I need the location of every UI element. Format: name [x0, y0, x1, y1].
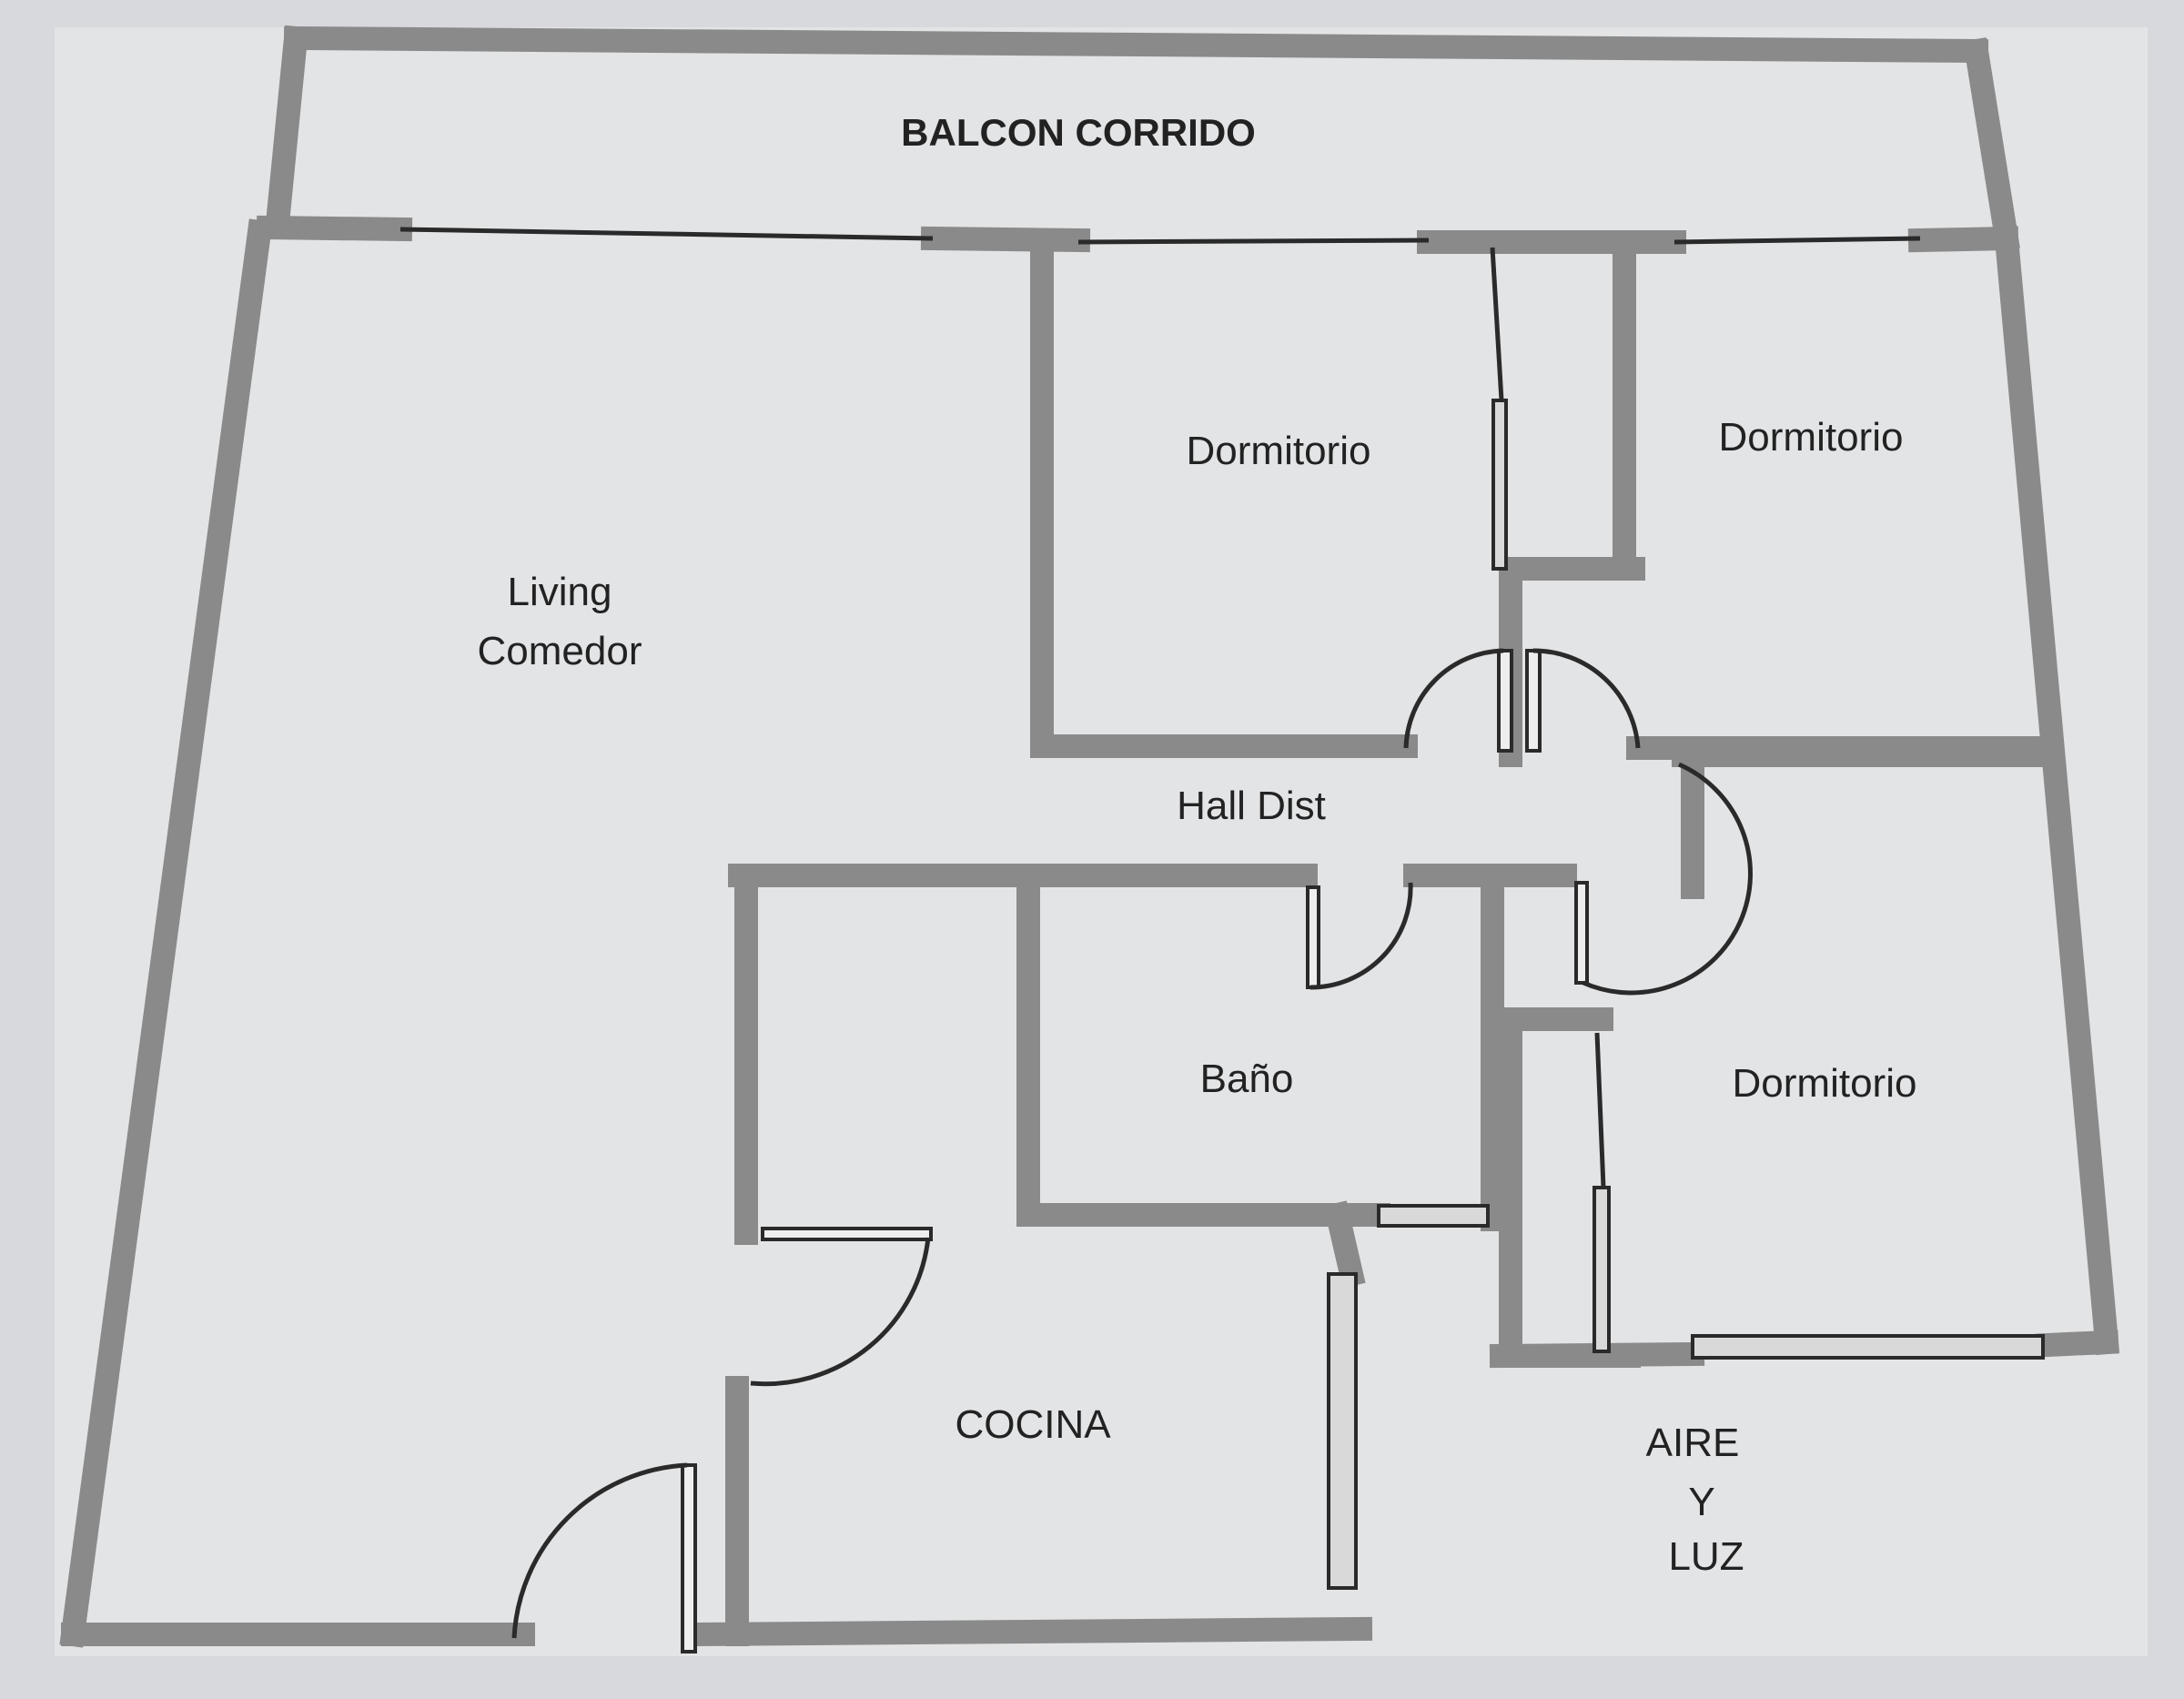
- label-dorm-2: Dormitorio: [1719, 415, 1904, 460]
- dorm3-door-leaf: [1574, 881, 1589, 985]
- windows: [399, 227, 2045, 1590]
- closet-front-1: [1490, 247, 1504, 401]
- doors: [511, 648, 1753, 1653]
- wall-balcony-2: [920, 226, 1091, 253]
- label-hall: Hall Dist: [1177, 784, 1326, 828]
- wall-balcony-1: [256, 215, 413, 242]
- dorm2-door-leaf: [1525, 649, 1542, 753]
- entrance-door-leaf: [681, 1463, 697, 1653]
- wall-outer-right-upper: [1963, 37, 2020, 252]
- label-comedor: Comedor: [478, 629, 642, 673]
- kitchen-window: [1327, 1272, 1358, 1590]
- room-labels: BALCON CORRIDO Living Comedor Dormitorio…: [478, 111, 1917, 1579]
- balcony-glass-1: [399, 227, 934, 241]
- bath-door-leaf: [1306, 885, 1320, 989]
- wall-outer-right-lower: [1993, 225, 2120, 1356]
- wall-kitchen-right: [1323, 1200, 1366, 1289]
- plan-area: [55, 27, 2148, 1656]
- kitchen-door-swing: [750, 1237, 931, 1387]
- dorm3-window: [1691, 1334, 2045, 1360]
- balcony-glass-2: [1077, 238, 1430, 245]
- balcony-glass-3: [1673, 236, 1921, 245]
- wall-balcony-4: [1907, 226, 2019, 253]
- dorm3-door-swing: [1582, 762, 1753, 996]
- label-dorm-3: Dormitorio: [1733, 1061, 1917, 1106]
- bath-door-swing: [1309, 882, 1413, 990]
- dorm2-door-swing: [1532, 648, 1641, 749]
- walls: [59, 25, 2120, 1648]
- label-cocina: COCINA: [955, 1402, 1111, 1447]
- label-bano: Baño: [1200, 1057, 1294, 1101]
- wall-outer-top: [283, 25, 1989, 64]
- label-dorm-1: Dormitorio: [1187, 429, 1371, 473]
- label-living: Living: [508, 570, 612, 614]
- label-luz: LUZ: [1668, 1534, 1744, 1579]
- closet-sliding-1: [1491, 399, 1508, 571]
- wall-outer-bottom-dorm-right: [2035, 1330, 2119, 1358]
- wall-outer-left-lower: [59, 218, 273, 1648]
- label-aire: AIRE: [1646, 1421, 1740, 1465]
- label-balcony: BALCON CORRIDO: [901, 111, 1256, 154]
- dorm1-door-swing: [1403, 648, 1504, 749]
- dorm1-door-leaf: [1497, 649, 1513, 753]
- bath-window: [1377, 1204, 1490, 1228]
- wall-outer-left-upper: [264, 25, 309, 237]
- closet-sliding-2: [1592, 1186, 1611, 1353]
- wall-outer-bottom-kitchen: [683, 1616, 1373, 1647]
- entrance-door-swing: [511, 1462, 688, 1639]
- closet-front-2: [1594, 1032, 1606, 1188]
- label-y: Y: [1688, 1480, 1714, 1524]
- kitchen-door-leaf: [761, 1227, 933, 1241]
